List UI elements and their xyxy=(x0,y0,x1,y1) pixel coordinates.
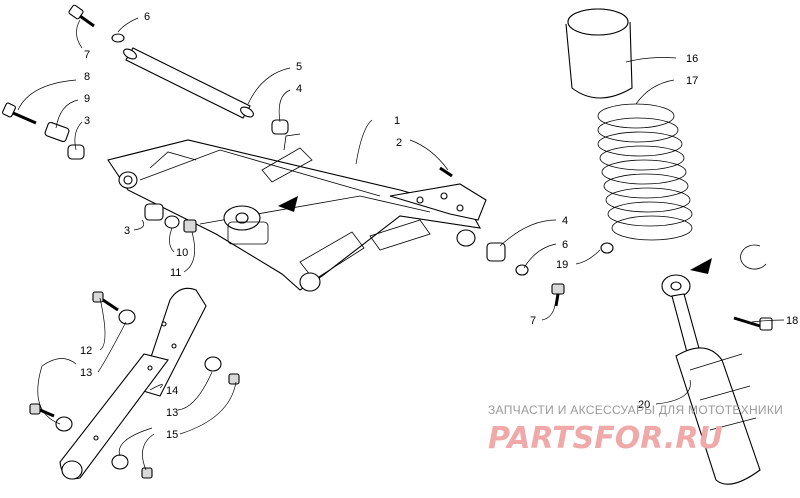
callout-13: 13 xyxy=(166,407,178,419)
swing-arm-part xyxy=(107,133,487,292)
bolt-part xyxy=(68,4,95,28)
watermark-caption: ЗАПЧАСТИ И АКСЕССУАРЫ ДЛЯ МОТОТЕХНИКИ xyxy=(488,403,783,417)
washer-part xyxy=(55,416,73,432)
callout-7: 7 xyxy=(84,49,90,61)
callout-9: 9 xyxy=(84,93,90,105)
direction-arrow-icon xyxy=(278,196,298,212)
bolt-part xyxy=(733,316,773,331)
bushing-part xyxy=(144,203,164,221)
bump-stop-part xyxy=(565,8,633,99)
callout-4: 4 xyxy=(296,83,302,95)
callout-10: 10 xyxy=(176,247,188,259)
callout-20: 20 xyxy=(638,399,650,411)
bolt-part xyxy=(2,102,37,125)
callout-16: 16 xyxy=(686,53,698,65)
washer-part xyxy=(118,309,136,325)
clip-part xyxy=(740,244,767,270)
callout-19: 19 xyxy=(556,259,568,271)
bushing-part xyxy=(486,242,506,262)
screw-part xyxy=(439,166,453,178)
callout-2: 2 xyxy=(396,137,402,149)
callout-12: 12 xyxy=(80,345,92,357)
bolt-part xyxy=(551,283,565,307)
callout-8: 8 xyxy=(84,71,90,83)
direction-arrow-icon xyxy=(690,258,712,274)
washer-part xyxy=(164,215,180,229)
washer-part xyxy=(600,242,614,254)
bushing-part xyxy=(271,119,289,135)
washer-part xyxy=(111,454,129,470)
bolt-part xyxy=(92,291,119,312)
callout-5: 5 xyxy=(296,61,302,73)
spacer-part xyxy=(44,121,70,143)
washer-part xyxy=(111,33,125,43)
strap-part xyxy=(59,287,207,480)
callout-labels: 6 7 8 9 3 5 4 1 2 3 10 11 4 6 7 16 17 19… xyxy=(80,11,798,441)
callout-14: 14 xyxy=(166,385,178,397)
callout-4: 4 xyxy=(562,215,568,227)
callout-3: 3 xyxy=(84,115,90,127)
callout-13: 13 xyxy=(80,367,92,379)
spring-part xyxy=(597,103,693,241)
watermark: ЗАПЧАСТИ И АКСЕССУАРЫ ДЛЯ МОТОТЕХНИКИ PA… xyxy=(488,403,783,456)
nut-part xyxy=(228,373,240,385)
callout-1: 1 xyxy=(394,115,400,127)
washer-part xyxy=(515,264,529,276)
callout-17: 17 xyxy=(686,75,698,87)
washer-part xyxy=(204,356,222,372)
parts-drawing xyxy=(2,4,773,485)
bushing-part xyxy=(67,144,85,160)
callout-18: 18 xyxy=(786,315,798,327)
shaft-part xyxy=(123,47,254,119)
shock-absorber-part xyxy=(661,274,761,485)
callout-7: 7 xyxy=(530,315,536,327)
callout-6: 6 xyxy=(144,11,150,23)
callout-15: 15 xyxy=(166,429,178,441)
nut-part xyxy=(141,467,153,479)
leader-lines xyxy=(17,17,785,471)
bolt-part xyxy=(29,403,55,418)
nut-part xyxy=(183,219,197,233)
callout-6: 6 xyxy=(562,239,568,251)
callout-11: 11 xyxy=(170,267,181,279)
watermark-logo: PARTSFOR.RU xyxy=(488,421,723,456)
callout-3: 3 xyxy=(124,225,130,237)
